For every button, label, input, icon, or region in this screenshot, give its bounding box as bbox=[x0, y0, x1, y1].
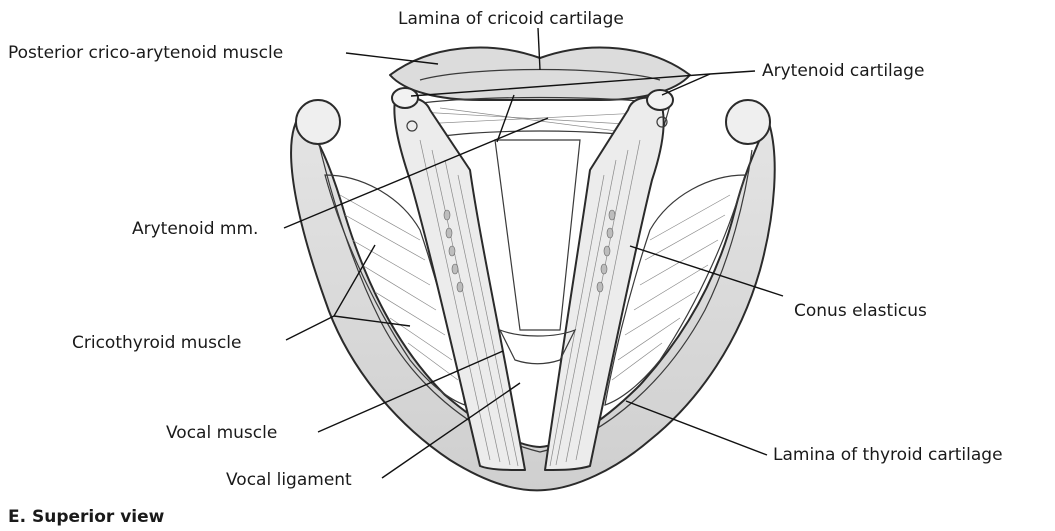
label-vocal-muscle: Vocal muscle bbox=[166, 423, 277, 443]
label-posterior-crico-arytenoid-muscle: Posterior crico-arytenoid muscle bbox=[8, 43, 283, 63]
label-lamina-of-thyroid-cartilage: Lamina of thyroid cartilage bbox=[773, 445, 1003, 465]
figure-caption: E. Superior view bbox=[8, 507, 165, 527]
label-arytenoid-mm: Arytenoid mm. bbox=[132, 219, 258, 239]
label-conus-elasticus: Conus elasticus bbox=[794, 301, 927, 321]
label-arytenoid-cartilage: Arytenoid cartilage bbox=[762, 61, 924, 81]
label-vocal-ligament: Vocal ligament bbox=[226, 470, 352, 490]
label-cricothyroid-muscle: Cricothyroid muscle bbox=[72, 333, 242, 353]
left-arytenoid-cartilage bbox=[392, 88, 418, 108]
thyroid-cartilage-lamina bbox=[291, 118, 775, 490]
left-superior-horn bbox=[296, 100, 340, 144]
right-superior-horn bbox=[726, 100, 770, 144]
rima-glottidis bbox=[495, 140, 580, 330]
label-lamina-of-cricoid-cartilage: Lamina of cricoid cartilage bbox=[398, 9, 624, 29]
right-arytenoid-cartilage bbox=[647, 90, 673, 110]
